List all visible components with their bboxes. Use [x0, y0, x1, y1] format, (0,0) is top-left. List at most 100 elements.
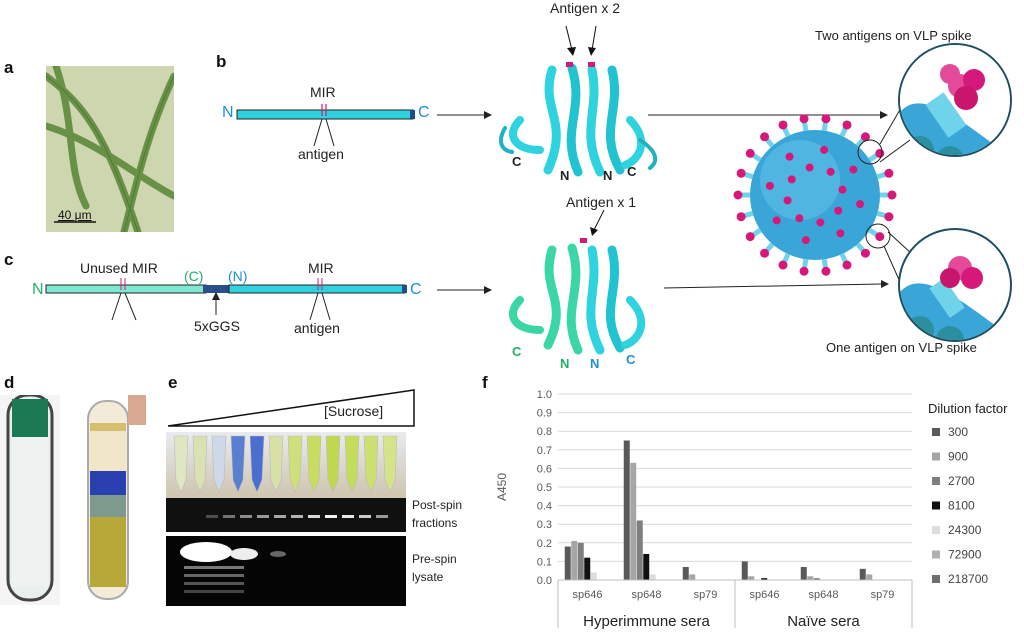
vlp-antigen	[805, 163, 814, 172]
vlp-spike	[855, 138, 865, 148]
vlp-antigen	[884, 168, 894, 178]
legend-entry: 900	[948, 450, 968, 464]
fraction-tube	[230, 435, 246, 493]
vlp-antigen	[733, 190, 743, 200]
y-tick-label: 0.8	[537, 426, 552, 438]
blot-band	[376, 515, 388, 518]
blot-band	[240, 515, 252, 518]
fraction-tube	[211, 435, 227, 493]
blot-band	[274, 515, 286, 518]
panel-letter-c: c	[4, 250, 14, 269]
vlp-spike	[802, 122, 809, 132]
vlp-spike	[782, 127, 791, 137]
c-n-paren: (N)	[228, 268, 248, 284]
bar	[741, 561, 748, 580]
vlp-antigen	[884, 212, 894, 222]
bar	[630, 462, 637, 580]
y-tick-label: 0.0	[537, 575, 552, 587]
y-tick-label: 0.3	[537, 519, 552, 531]
vlp-antigen	[799, 114, 809, 124]
vlp-antigen	[842, 120, 852, 130]
fraction-tube	[325, 435, 341, 493]
vlp-spike	[876, 210, 886, 218]
legend-entry: 24300	[948, 523, 982, 537]
vlp-antigen	[875, 232, 885, 242]
vlp-antigen	[765, 181, 774, 190]
scale-bar-label: 40 μm	[58, 208, 92, 222]
legend-swatch	[932, 575, 940, 583]
legend-swatch	[932, 477, 940, 485]
y-tick-label: 1.0	[537, 389, 552, 401]
panel-letter-d: d	[4, 373, 15, 392]
b-struct-n1: N	[560, 168, 570, 183]
b-antigen-count: Antigen x 2	[550, 0, 621, 16]
blot-band	[308, 515, 320, 518]
c-antigen-label: antigen	[294, 320, 340, 336]
vlp-antigen	[801, 236, 810, 245]
vlp-spike	[876, 172, 886, 180]
panel-letter-f: f	[482, 373, 488, 392]
c-unused-mir: Unused MIR	[80, 260, 158, 276]
legend-entry: 218700	[948, 572, 988, 586]
legend-entry: 8100	[948, 499, 975, 513]
vlp-antigen	[849, 165, 858, 174]
vlp-antigen	[860, 132, 870, 142]
legend-swatch	[932, 550, 940, 559]
vlp-antigen	[745, 148, 755, 158]
vlp-antigen	[816, 218, 825, 227]
y-tick-label: 0.4	[537, 501, 552, 513]
x-tick-label: sp646	[750, 589, 780, 601]
vlp-spike	[765, 242, 775, 252]
legend-swatch	[932, 501, 940, 510]
blot-band	[223, 515, 235, 518]
bar	[564, 546, 571, 580]
elisa-bar-chart: 0.00.10.20.30.40.50.60.70.80.91.0A450sp6…	[495, 389, 1008, 630]
vlp-antigen	[760, 132, 770, 142]
vlp-antigen	[760, 248, 770, 258]
vlp-antigen	[799, 266, 809, 276]
post-spin-label: Post-spin	[412, 498, 463, 512]
panel-letter-e: e	[168, 373, 178, 392]
blot-band	[206, 515, 218, 518]
pre-spin-blot	[166, 536, 406, 606]
vlp-antigen	[834, 206, 843, 215]
lysate-label: lysate	[412, 570, 444, 584]
vlp-antigen	[856, 200, 865, 209]
post-spin-blot	[166, 498, 406, 532]
bar	[649, 574, 656, 580]
c-mir-label: MIR	[308, 260, 334, 276]
b-callout: Two antigens on VLP spike	[815, 28, 972, 43]
vlp-antigen	[787, 175, 796, 184]
group-label: Naïve sera	[787, 613, 860, 630]
vlp-antigen	[826, 167, 835, 176]
vlp-spike	[868, 153, 878, 162]
b-mir-label: MIR	[310, 84, 336, 100]
bar	[571, 540, 578, 580]
blot-band	[342, 515, 354, 518]
vlp-antigen	[838, 185, 847, 194]
vlp-antigen	[783, 196, 792, 205]
vlp-antigen	[795, 214, 804, 223]
vlp-antigen	[820, 145, 829, 154]
vlp-spike	[752, 153, 762, 162]
vlp-antigen	[821, 266, 831, 276]
y-axis-label: A450	[495, 473, 509, 501]
x-tick-label: sp79	[694, 589, 718, 601]
bar	[623, 440, 630, 580]
sucrose-gradient-wedge	[167, 389, 415, 427]
bar	[577, 542, 584, 580]
legend-entry: 2700	[948, 474, 975, 488]
legend-entry: 300	[948, 425, 968, 439]
y-tick-label: 0.1	[537, 556, 552, 568]
vlp-spike	[868, 228, 878, 237]
fraction-tube	[382, 435, 398, 493]
vlp-antigen	[785, 152, 794, 161]
vlp-spike	[839, 253, 848, 263]
c-callout: One antigen on VLP spike	[826, 340, 977, 355]
bar	[590, 572, 597, 580]
c-linker-label: 5xGGS	[194, 318, 240, 334]
fraction-tube	[306, 435, 322, 493]
y-tick-label: 0.2	[537, 538, 552, 550]
vlp-spike	[744, 210, 754, 218]
y-tick-label: 0.9	[537, 408, 552, 420]
